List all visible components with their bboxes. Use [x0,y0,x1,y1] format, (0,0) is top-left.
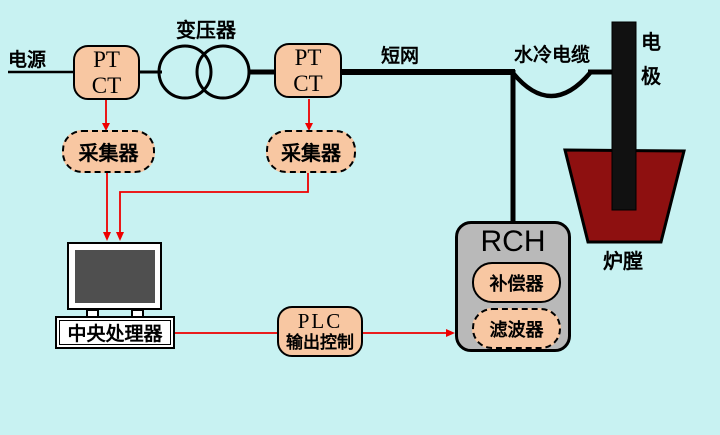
plc-title: PLC [297,309,343,333]
plc-subtitle: 输出控制 [286,333,354,352]
arrowhead-rch [446,329,455,337]
ptct1-line2: CT [91,72,122,98]
collector-box-2: 采集器 [266,130,356,173]
collector-box-1: 采集器 [62,130,155,173]
ptct1-line1: PT [93,46,120,72]
rch-unit: RCH 补偿器 滤波器 [455,221,571,352]
ptct-box-2: PT CT [274,43,342,98]
computer-monitor [67,242,162,310]
water-cooled-cable-label: 水冷电缆 [514,45,591,66]
filter-label: 滤波器 [489,319,544,340]
transformer-coil-right [195,44,251,100]
monitor-screen [74,249,155,303]
ptct2-line1: PT [294,44,322,70]
plc-box: PLC 输出控制 [277,306,363,357]
filter-box: 滤波器 [472,308,561,349]
ptct2-line2: CT [293,70,323,96]
arrowhead-cpu-right [116,232,124,241]
water-cooled-cable-sag [511,71,592,99]
power-label: 电源 [8,50,47,71]
cpu-label: 中央处理器 [59,320,171,345]
short-net-label: 短网 [381,46,420,67]
collector2-cpu-signal [119,173,309,234]
arrowhead-cpu-left [103,232,111,241]
compensator-label: 补偿器 [489,273,544,294]
compensator-box: 补偿器 [472,262,561,303]
electrode-bar [611,21,637,211]
transformer-label: 变压器 [176,20,236,42]
arrowhead-collector2 [305,123,313,131]
collector1-label: 采集器 [78,143,139,165]
furnace-label: 炉膛 [603,251,643,273]
transformer-coil-left [157,44,213,100]
cpu-unit: 中央处理器 [55,316,175,349]
arrowhead-collector1 [102,123,110,131]
electrode-label: 电极 [641,32,661,88]
rch-title: RCH [480,225,546,258]
collector2-label: 采集器 [281,143,341,165]
ptct-box-1: PT CT [73,45,140,100]
